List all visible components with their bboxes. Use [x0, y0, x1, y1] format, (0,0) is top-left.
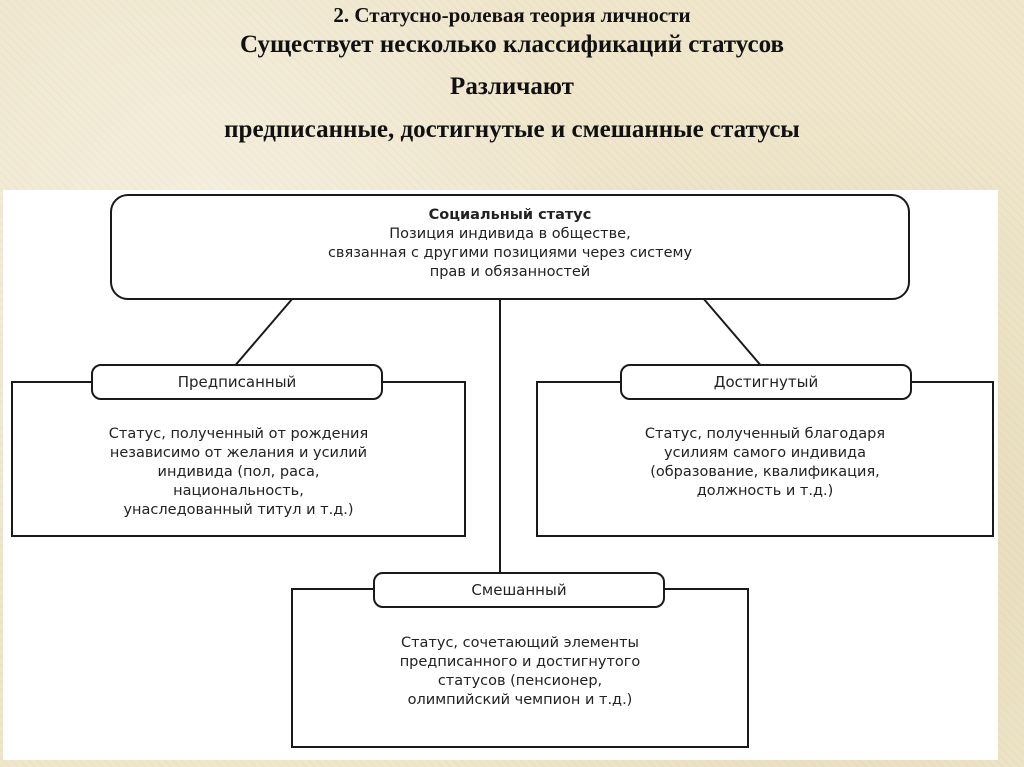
- root-status-line: Позиция индивида в обществе,: [389, 226, 631, 242]
- achieved-status-box: Статус, полученный благодаря усилиям сам…: [536, 381, 994, 537]
- achieved-desc-line: усилиям самого индивида: [664, 445, 866, 461]
- ascribed-desc-line: Статус, полученный от рождения: [108, 426, 369, 442]
- slide-subtitle: Существует несколько классификаций стату…: [240, 31, 784, 58]
- slide-title: 2. Статусно-ролевая теория личности: [333, 3, 691, 27]
- achieved-desc-line: Статус, полученный благодаря: [644, 426, 886, 442]
- ascribed-desc-line: национальность,: [173, 483, 304, 499]
- achieved-status-label: Достигнутый: [620, 364, 912, 400]
- connector-root-ascribed: [232, 297, 294, 369]
- achieved-desc-line: должность и т.д.): [696, 483, 834, 499]
- mixed-desc-line: статусов (пенсионер,: [437, 673, 603, 689]
- achieved-desc-line: (образование, квалификация,: [650, 464, 880, 480]
- ascribed-status-label: Предписанный: [91, 364, 383, 400]
- mixed-desc-line: олимпийский чемпион и т.д.): [407, 692, 633, 708]
- diagram-panel: Социальный статус Позиция индивида в общ…: [3, 190, 998, 760]
- ascribed-desc-line: независимо от желания и усилий: [109, 445, 368, 461]
- slide-subtitle-3: предписанные, достигнутые и смешанные ст…: [224, 116, 800, 143]
- root-status-line: связанная с другими позициями через сист…: [327, 245, 693, 261]
- mixed-status-label: Смешанный: [373, 572, 665, 608]
- root-status-title: Социальный статус: [428, 207, 592, 223]
- root-status-line: прав и обязанностей: [429, 264, 591, 280]
- connector-root-achieved: [702, 297, 764, 369]
- mixed-desc-line: Статус, сочетающий элементы: [400, 635, 640, 651]
- diagram-connectors: [232, 297, 764, 572]
- slide-subtitle-2: Различают: [450, 73, 574, 100]
- mixed-desc-line: предписанного и достигнутого: [399, 654, 641, 670]
- ascribed-status-box: Статус, полученный от рождения независим…: [11, 381, 466, 537]
- root-status-box: Социальный статус Позиция индивида в общ…: [110, 194, 910, 300]
- ascribed-desc-line: унаследованный титул и т.д.): [123, 502, 354, 518]
- ascribed-desc-line: индивида (пол, раса,: [157, 464, 320, 480]
- mixed-status-box: Статус, сочетающий элементы предписанног…: [291, 588, 749, 748]
